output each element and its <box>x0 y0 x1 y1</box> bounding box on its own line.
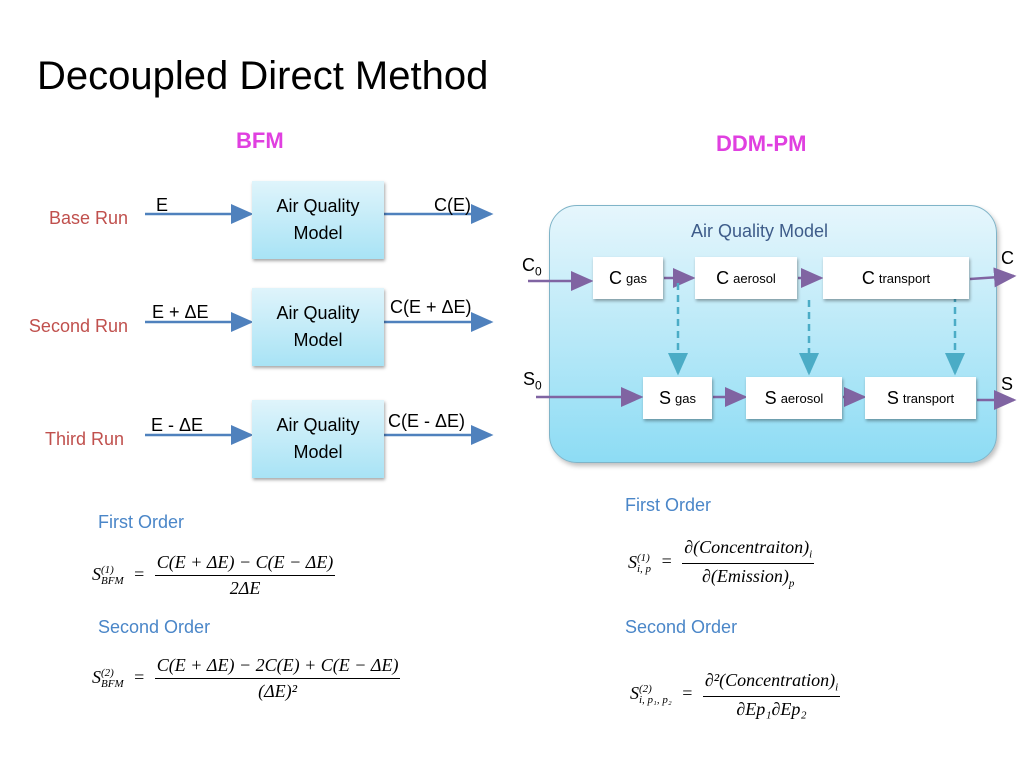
equation-fraction: C(E + ΔE) − C(E − ΔE) 2ΔE <box>154 552 336 599</box>
c-transport-main: C <box>861 267 875 288</box>
second-run-input-label: E + ΔE <box>152 302 209 322</box>
equation-lhs: S(1)BFM <box>92 564 124 587</box>
third-run-model-box: Air Quality Model <box>252 400 384 478</box>
equation-lhs: S(2)i, p₁, p₂ <box>630 683 672 706</box>
equation-numerator: ∂²(Concentration)i <box>702 670 841 697</box>
s0-label: S0 <box>523 369 542 393</box>
third-run-input-label: E - ΔE <box>151 415 204 435</box>
bfm-first-order-equation: S(1)BFM = C(E + ΔE) − C(E − ΔE) 2ΔE <box>92 552 336 599</box>
lhs-symbol: S <box>92 667 101 688</box>
numerator-sub: i <box>835 681 839 694</box>
denominator-sub: p <box>788 577 795 590</box>
model-box-label: Air Quality Model <box>276 196 360 243</box>
ddm-second-order-equation: S(2)i, p₁, p₂ = ∂²(Concentration)i ∂Ep₁∂… <box>630 670 841 720</box>
c0-sub: 0 <box>535 264 542 279</box>
equation-lhs: S(2)BFM <box>92 667 124 690</box>
numerator-sub: i <box>809 548 813 561</box>
run-label-base: Base Run <box>48 208 128 228</box>
s0-sub: 0 <box>535 378 542 393</box>
equation-denominator: (ΔE)² <box>258 681 298 701</box>
second-run-model-box: Air Quality Model <box>252 288 384 366</box>
c-aerosol-sub: aerosol <box>733 270 776 286</box>
lhs-sub: i, p₁, p₂ <box>639 694 672 707</box>
equation-denominator: ∂Ep₁∂Ep₂ <box>736 698 807 719</box>
lhs-symbol: S <box>628 551 637 572</box>
base-run-input-label: E <box>156 195 169 215</box>
lhs-sup: (1) <box>637 551 650 564</box>
ddm-panel-label: Air Quality Model <box>691 221 829 241</box>
ddm-first-order-equation: S(1)i, p = ∂(Concentraiton)i ∂(Emission)… <box>628 537 815 590</box>
lhs-sup: (2) <box>639 683 652 696</box>
s-transport-sub: transport <box>902 390 955 406</box>
base-run-model-box: Air Quality Model <box>252 181 384 259</box>
equation-fraction: ∂(Concentraiton)i ∂(Emission)p <box>682 537 815 590</box>
s-transport-main: S <box>886 387 899 408</box>
second-run-output-label: C(E + ΔE) <box>390 297 472 317</box>
s-gas-sub: gas <box>675 390 696 406</box>
run-label-second: Second Run <box>28 316 128 336</box>
ddm-heading: DDM-PM <box>716 131 807 156</box>
s-output-label: S <box>1001 374 1014 394</box>
c0-label: C0 <box>522 255 542 279</box>
third-run-output-label: C(E - ΔE) <box>388 411 466 431</box>
numerator-text: ∂²(Concentration) <box>704 670 836 690</box>
c0-main: C <box>522 255 535 275</box>
model-box-label: Air Quality Model <box>276 415 360 462</box>
bfm-second-order-label: Second Order <box>98 617 211 637</box>
equation-numerator: C(E + ΔE) − C(E − ΔE) <box>154 552 336 576</box>
lhs-symbol: S <box>630 683 639 704</box>
lhs-sub: i, p <box>637 562 652 575</box>
equation-numerator: C(E + ΔE) − 2C(E) + C(E − ΔE) <box>154 655 401 679</box>
equation-denominator: ∂(Emission)p <box>702 564 794 590</box>
lhs-sup: (1) <box>101 563 114 576</box>
lhs-sub: BFM <box>101 677 124 690</box>
c-aerosol-main: C <box>716 267 730 288</box>
ddm-model-panel <box>549 205 997 463</box>
s0-main: S <box>523 369 536 389</box>
equation-fraction: C(E + ΔE) − 2C(E) + C(E − ΔE) (ΔE)² <box>154 655 401 702</box>
bfm-first-order-label: First Order <box>98 512 185 532</box>
model-box-label: Air Quality Model <box>276 303 360 350</box>
equation-fraction: ∂²(Concentration)i ∂Ep₁∂Ep₂ <box>702 670 841 720</box>
ddm-second-order-label: Second Order <box>625 617 738 637</box>
base-run-output-label: C(E) <box>434 195 471 215</box>
c-output-arrow <box>969 267 1017 288</box>
bfm-heading: BFM <box>236 128 284 153</box>
lhs-symbol: S <box>92 564 101 585</box>
equation-lhs: S(1)i, p <box>628 552 651 575</box>
page-title: Decoupled Direct Method <box>37 54 489 98</box>
s-aerosol-sub: aerosol <box>780 390 824 406</box>
equation-denominator: 2ΔE <box>229 578 261 598</box>
denominator-text: ∂(Emission) <box>701 565 789 586</box>
c-gas-sub: gas <box>626 270 647 286</box>
c-transport-sub: transport <box>878 270 931 286</box>
lhs-sub: BFM <box>101 574 124 587</box>
bfm-second-order-equation: S(2)BFM = C(E + ΔE) − 2C(E) + C(E − ΔE) … <box>92 655 401 702</box>
c-output-label: C <box>1001 248 1014 268</box>
s-gas-main: S <box>659 387 672 408</box>
run-label-third: Third Run <box>44 429 124 449</box>
s-aerosol-main: S <box>764 387 777 408</box>
equation-numerator: ∂(Concentraiton)i <box>682 537 815 564</box>
c-gas-main: C <box>609 267 623 288</box>
numerator-text: ∂(Concentraiton) <box>684 537 810 557</box>
ddm-first-order-label: First Order <box>625 495 712 515</box>
lhs-sup: (2) <box>101 666 114 679</box>
